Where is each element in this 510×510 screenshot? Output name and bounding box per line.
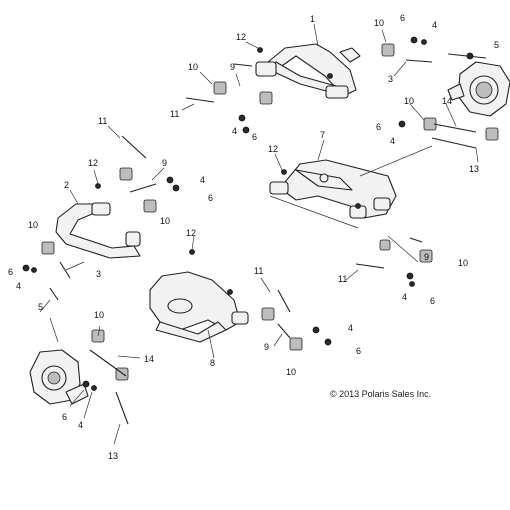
callout-10: 10 bbox=[458, 258, 468, 268]
callout-6: 6 bbox=[430, 296, 435, 306]
bushings bbox=[41, 43, 499, 381]
callout-6: 6 bbox=[252, 132, 257, 142]
callout-2: 2 bbox=[64, 180, 69, 190]
callout-6: 6 bbox=[376, 122, 381, 132]
callout-5: 5 bbox=[38, 302, 43, 312]
callout-10: 10 bbox=[374, 18, 384, 28]
callout-4: 4 bbox=[200, 175, 205, 185]
callout-10: 10 bbox=[404, 96, 414, 106]
callout-10: 10 bbox=[188, 62, 198, 72]
callout-10: 10 bbox=[286, 367, 296, 377]
callout-12: 12 bbox=[88, 158, 98, 168]
upper-control-arm-left bbox=[55, 202, 141, 259]
callout-12: 12 bbox=[268, 144, 278, 154]
callout-4: 4 bbox=[348, 323, 353, 333]
callout-6: 6 bbox=[62, 412, 67, 422]
lower-control-arm-right bbox=[269, 159, 397, 219]
callout-10: 10 bbox=[160, 216, 170, 226]
callout-1: 1 bbox=[310, 14, 315, 24]
callout-4: 4 bbox=[78, 420, 83, 430]
callout-4: 4 bbox=[16, 281, 21, 291]
bearing-carrier-right bbox=[447, 61, 510, 117]
lower-control-arm-left bbox=[149, 271, 249, 343]
copyright-notice: © 2013 Polaris Sales Inc. bbox=[330, 389, 431, 399]
callout-4: 4 bbox=[232, 126, 237, 136]
callout-8: 8 bbox=[210, 358, 215, 368]
callout-14: 14 bbox=[144, 354, 154, 364]
callout-4: 4 bbox=[390, 136, 395, 146]
callout-labels: 1 12 10 6 4 5 10 9 3 11 4 6 10 14 6 4 13… bbox=[8, 13, 499, 461]
callout-6: 6 bbox=[8, 267, 13, 277]
callout-9: 9 bbox=[264, 342, 269, 352]
bolts-and-pins bbox=[49, 53, 487, 425]
callout-11: 11 bbox=[170, 109, 179, 119]
callout-6: 6 bbox=[400, 13, 405, 23]
upper-control-arm-top bbox=[255, 43, 361, 99]
callout-10: 10 bbox=[28, 220, 38, 230]
callout-3: 3 bbox=[388, 74, 393, 84]
callout-11: 11 bbox=[338, 274, 347, 284]
callout-7: 7 bbox=[320, 130, 325, 140]
bearing-carrier-left bbox=[29, 349, 89, 405]
callout-10: 10 bbox=[94, 310, 104, 320]
callout-3: 3 bbox=[96, 269, 101, 279]
callout-6: 6 bbox=[356, 346, 361, 356]
callout-12: 12 bbox=[186, 228, 196, 238]
callout-9: 9 bbox=[424, 252, 429, 262]
callout-11: 11 bbox=[98, 116, 107, 126]
callout-11: 11 bbox=[254, 266, 263, 276]
nuts-washers-fasteners bbox=[22, 36, 474, 391]
callout-9: 9 bbox=[162, 158, 167, 168]
callout-13: 13 bbox=[469, 164, 479, 174]
callout-13: 13 bbox=[108, 451, 118, 461]
callout-6: 6 bbox=[208, 193, 213, 203]
callout-14: 14 bbox=[442, 96, 452, 106]
callout-4: 4 bbox=[402, 292, 407, 302]
callout-9: 9 bbox=[230, 62, 235, 72]
leader-lines bbox=[39, 23, 479, 445]
callout-4: 4 bbox=[432, 20, 437, 30]
callout-5: 5 bbox=[494, 40, 499, 50]
callout-12: 12 bbox=[236, 32, 246, 42]
